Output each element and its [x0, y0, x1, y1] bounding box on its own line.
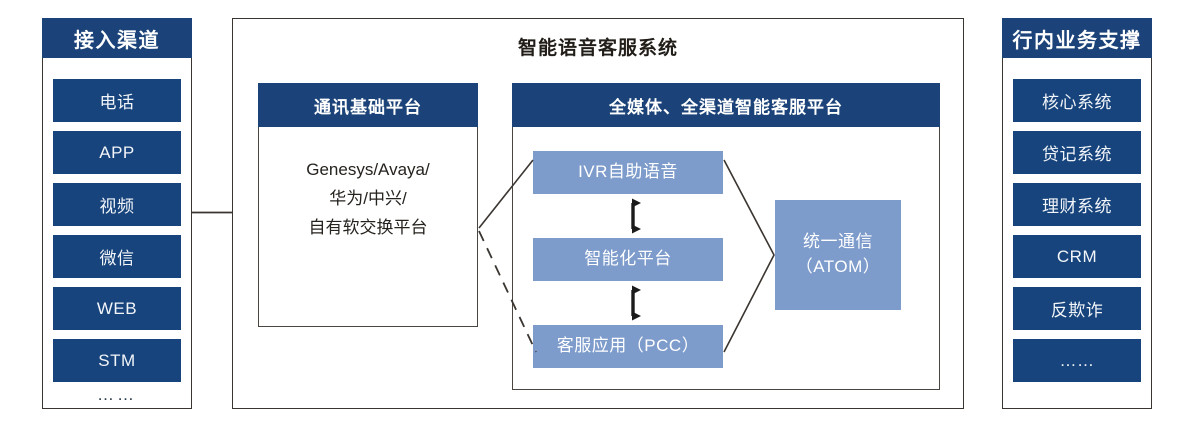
channel-item-stm[interactable]: STM: [53, 339, 181, 382]
customer-service-pcc-box[interactable]: 客服应用（PCC）: [533, 325, 723, 368]
channel-item-phone[interactable]: 电话: [53, 79, 181, 122]
support-item-label: 核心系统: [1042, 93, 1112, 112]
unified-communication-atom-box[interactable]: 统一通信 （ATOM）: [775, 200, 901, 310]
support-item-label: 理财系统: [1042, 197, 1112, 216]
channel-item-wechat[interactable]: 微信: [53, 235, 181, 278]
intelligent-platform-label: 智能化平台: [584, 249, 672, 269]
internal-business-support-header: 行内业务支撑: [1002, 18, 1152, 58]
channel-item-label: 微信: [99, 249, 135, 268]
support-item-wealth-system[interactable]: 理财系统: [1013, 183, 1141, 226]
channel-item-label: ……: [97, 385, 137, 404]
support-item-credit-system[interactable]: 贷记系统: [1013, 131, 1141, 174]
channel-item-label: 电话: [99, 93, 135, 112]
channel-item-label: APP: [99, 142, 135, 162]
omni-service-platform-header: 全媒体、全渠道智能客服平台: [512, 83, 940, 127]
support-item-label: ……: [1059, 350, 1095, 370]
channel-item-ellipsis: ……: [53, 384, 181, 406]
omni-service-platform-header-label: 全媒体、全渠道智能客服平台: [609, 97, 843, 117]
support-item-anti-fraud[interactable]: 反欺诈: [1013, 287, 1141, 330]
channel-item-label: 视频: [99, 197, 135, 216]
channel-item-video[interactable]: 视频: [53, 183, 181, 226]
comm-base-platform-header: 通讯基础平台: [258, 83, 478, 127]
support-item-core-system[interactable]: 核心系统: [1013, 79, 1141, 122]
channel-item-label: WEB: [96, 298, 138, 318]
support-item-label: CRM: [1056, 246, 1098, 266]
comm-base-platform-body: Genesys/Avaya/ 华为/中兴/ 自有软交换平台: [258, 155, 478, 275]
intelligent-platform-box[interactable]: 智能化平台: [533, 238, 723, 281]
access-channel-header-label: 接入渠道: [74, 29, 160, 52]
internal-business-support-header-label: 行内业务支撑: [1012, 29, 1142, 52]
panel-title-label: 智能语音客服系统: [517, 38, 678, 59]
channel-item-app[interactable]: APP: [53, 131, 181, 174]
support-item-ellipsis: ……: [1013, 339, 1141, 382]
comm-base-platform-text: Genesys/Avaya/ 华为/中兴/ 自有软交换平台: [306, 160, 430, 238]
unified-communication-label: 统一通信 （ATOM）: [795, 232, 881, 276]
channel-item-label: STM: [98, 350, 136, 370]
channel-item-web[interactable]: WEB: [53, 287, 181, 330]
customer-service-pcc-label: 客服应用（PCC）: [556, 336, 700, 356]
page-title: 智能语音客服系统: [232, 36, 964, 62]
ivr-self-service-box[interactable]: IVR自助语音: [533, 151, 723, 194]
support-item-crm[interactable]: CRM: [1013, 235, 1141, 278]
comm-base-platform-header-label: 通讯基础平台: [314, 97, 422, 117]
support-item-label: 贷记系统: [1042, 145, 1112, 164]
access-channel-header: 接入渠道: [42, 18, 192, 58]
ivr-self-service-label: IVR自助语音: [578, 162, 678, 182]
support-item-label: 反欺诈: [1050, 301, 1104, 320]
